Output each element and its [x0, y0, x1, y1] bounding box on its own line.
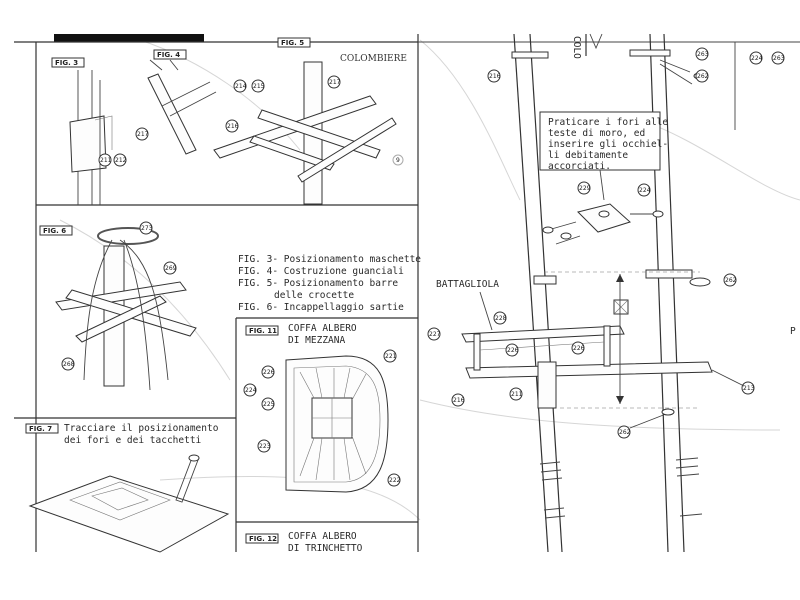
legend-block: FIG. 3- Posizionamento maschette FIG. 4-… — [238, 254, 421, 313]
legend-line-4: delle crocette — [274, 290, 354, 301]
fig5-label: FIG. 5 — [281, 39, 304, 47]
fig7-label: FIG. 7 — [29, 425, 52, 433]
fig11-panel: FIG. 11 COFFA ALBERO DI MEZZANA 226 224 … — [243, 323, 401, 493]
legend-line-1: FIG. 3- Posizionamento maschette — [238, 254, 421, 265]
part-213: 213 — [743, 385, 755, 392]
part-9-a: 9 — [396, 157, 400, 164]
part-263-a: 263 — [697, 51, 709, 58]
part-226-a: 226 — [263, 369, 275, 376]
part-216-b: 216 — [489, 73, 501, 80]
legend-line-2: FIG. 4- Costruzione guanciali — [238, 266, 404, 277]
part-228: 228 — [495, 315, 507, 322]
fig6-panel: FIG. 6 273 269 268 — [39, 221, 197, 391]
legend-line-3: FIG. 5- Posizionamento barre — [238, 278, 398, 289]
part-262-a: 262 — [697, 73, 709, 80]
mast-assembly: COLO — [427, 33, 796, 553]
part-262-b: 262 — [725, 277, 737, 284]
part-224-c: 224 — [751, 55, 763, 62]
fig4-panel: FIG. 4 217 — [135, 49, 217, 155]
battagliola-label: BATTAGLIOLA — [436, 279, 499, 290]
fig12-panel: FIG. 12 COFFA ALBERO DI TRINCHETTO — [245, 531, 363, 554]
part-229: 229 — [579, 185, 591, 192]
fig3-panel: FIG. 3 211 212 — [51, 57, 127, 205]
note-line-4: li debitamente — [548, 150, 628, 161]
part-269: 269 — [165, 265, 177, 272]
note-line-5: accorciati. — [548, 161, 611, 172]
part-215: 215 — [253, 83, 265, 90]
fig3-label: FIG. 3 — [55, 59, 78, 67]
part-268: 268 — [63, 361, 75, 368]
note-line-1: Praticare i fori alle — [548, 117, 668, 128]
part-216-c: 216 — [453, 397, 465, 404]
part-227: 227 — [429, 331, 441, 338]
fig5-panel: FIG. 5 COLOMBIERE 214 215 217 216 9 — [213, 37, 407, 205]
edge-letter: P — [790, 326, 796, 337]
colombiere-label: COLOMBIERE — [340, 54, 407, 64]
part-212: 212 — [115, 157, 127, 164]
part-214: 214 — [235, 83, 247, 90]
part-226-c: 226 — [573, 345, 585, 352]
part-217-a: 217 — [137, 131, 149, 138]
coffa-mezzana-1: COFFA ALBERO — [288, 323, 357, 334]
coffa-mezzana-2: DI MEZZANA — [288, 335, 345, 346]
part-222: 222 — [389, 477, 401, 484]
fig7-panel: FIG. 7 Tracciare il posizionamento dei f… — [25, 423, 230, 553]
legend-line-5: FIG. 6- Incappellaggio sartie — [238, 302, 404, 313]
part-262-c: 262 — [619, 429, 631, 436]
part-223: 223 — [259, 443, 271, 450]
fig4-label: FIG. 4 — [157, 51, 180, 59]
fig12-label: FIG. 12 — [249, 535, 277, 543]
part-273: 273 — [141, 225, 153, 232]
part-217-b: 217 — [329, 79, 341, 86]
part-224-a: 224 — [245, 387, 257, 394]
part-211-b: 211 — [511, 391, 523, 398]
coffa-trinchetto-2: DI TRINCHETTO — [288, 543, 363, 554]
part-211-a: 211 — [100, 157, 112, 164]
note-line-3: inserire gli occhiel- — [548, 139, 668, 150]
fig6-label: FIG. 6 — [43, 227, 66, 235]
panel-frame — [14, 34, 800, 552]
part-224-b: 224 — [639, 187, 651, 194]
fig11-label: FIG. 11 — [249, 327, 277, 335]
colo-vertical-label: COLO — [571, 36, 582, 59]
part-263-b: 263 — [773, 55, 785, 62]
part-221: 221 — [385, 353, 397, 360]
fig7-text-1: Tracciare il posizionamento — [64, 423, 219, 434]
part-216-a: 216 — [227, 123, 239, 130]
part-225: 225 — [263, 401, 275, 408]
note-line-2: teste di moro, ed — [548, 128, 645, 139]
part-226-b: 226 — [507, 347, 519, 354]
coffa-trinchetto-1: COFFA ALBERO — [288, 531, 357, 542]
fig7-text-2: dei fori e dei tacchetti — [64, 435, 202, 446]
